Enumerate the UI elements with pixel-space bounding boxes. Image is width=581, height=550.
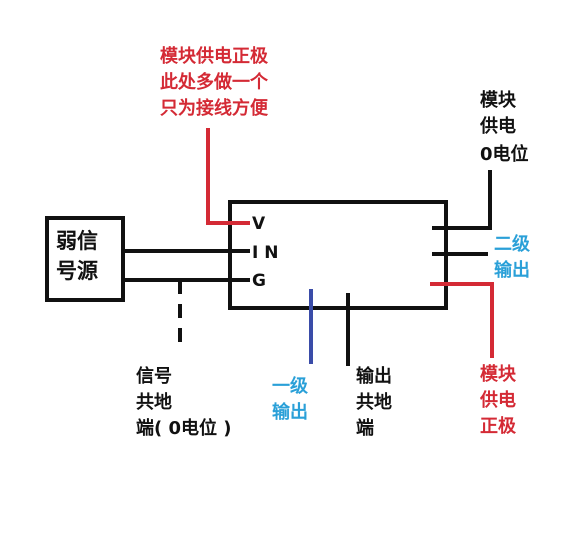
zero-potential-line-1: 模块: [480, 90, 516, 111]
top-note-line-2: 此处多做一个: [160, 72, 268, 93]
signal-ground-line-3: 端( 0电位 ): [136, 418, 232, 439]
pin-in-label: I N: [252, 243, 279, 263]
power-positive-line-2: 供电: [480, 390, 516, 411]
signal-source-box: [45, 216, 125, 302]
signal-source-label-2: 号源: [56, 259, 98, 283]
power-positive-line-3: 正极: [480, 416, 516, 437]
second-output-line-2: 输出: [494, 260, 530, 281]
v-pin-wire: [206, 128, 250, 225]
output-ground-line-3: 端: [356, 418, 374, 439]
output-ground-line-2: 共地: [356, 392, 392, 413]
output-ground-line-1: 输出: [356, 366, 392, 387]
zero-potential-line-3: 0电位: [480, 144, 529, 165]
zero-potential-line-2: 供电: [480, 116, 516, 137]
first-output-line-1: 一级: [272, 376, 308, 397]
pin-v-label: V: [252, 214, 266, 234]
signal-source-label-1: 弱信: [56, 229, 98, 253]
top-note-line-3: 只为接线方便: [160, 98, 268, 119]
zero-potential-wire: [432, 170, 492, 230]
pin-g-label: G: [252, 271, 266, 291]
signal-ground-line-1: 信号: [136, 366, 172, 387]
second-output-line-1: 二级: [494, 234, 530, 255]
power-positive-line-1: 模块: [480, 364, 516, 385]
signal-ground-line-2: 共地: [136, 392, 172, 413]
power-positive-wire: [430, 282, 494, 358]
top-note-line-1: 模块供电正极: [160, 46, 268, 67]
first-output-line-2: 输出: [272, 402, 308, 423]
